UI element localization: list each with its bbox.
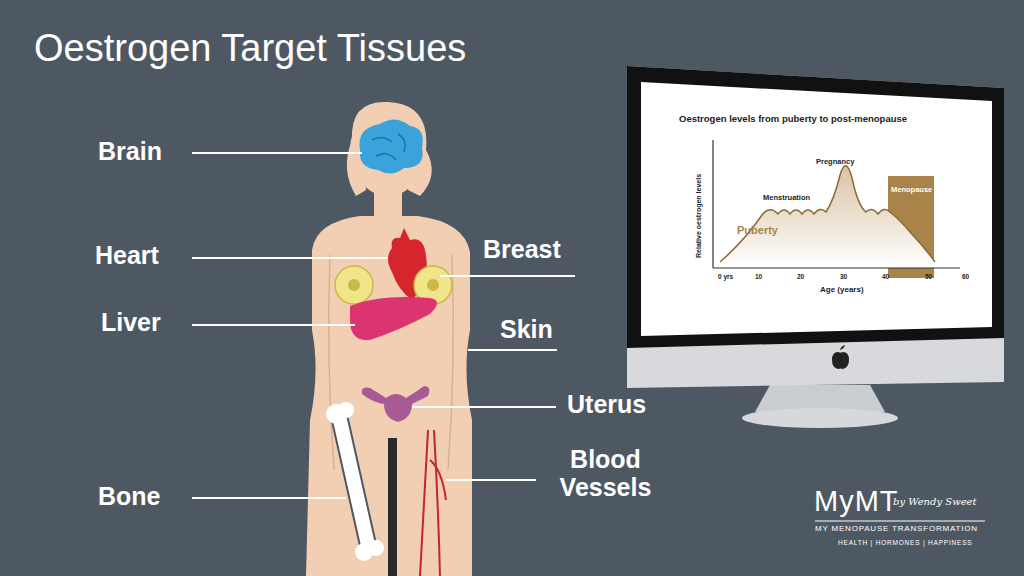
organ-label: Breast bbox=[483, 236, 561, 264]
brain bbox=[359, 119, 422, 173]
tick-label: 10 bbox=[755, 273, 762, 280]
organ-label: Heart bbox=[95, 242, 159, 270]
tick-label: 20 bbox=[797, 273, 804, 280]
logo-wordmark: MyMT bbox=[814, 486, 899, 518]
axis-title: Age (years) bbox=[820, 286, 864, 295]
body-silhouette bbox=[306, 102, 472, 576]
blood-vessels bbox=[420, 430, 446, 576]
organ-label: Skin bbox=[500, 316, 553, 344]
organ-label: Liver bbox=[101, 309, 161, 337]
oestrogen-chart bbox=[713, 140, 960, 278]
tick-label: 50 bbox=[925, 273, 932, 280]
title: Oestrogen Target Tissues bbox=[34, 28, 466, 70]
tick-label: 30 bbox=[840, 273, 847, 280]
tick-label: 0 yrs bbox=[718, 273, 733, 280]
phase-label: Puberty bbox=[737, 224, 778, 236]
logo-rule bbox=[815, 521, 985, 522]
organ-label: Brain bbox=[98, 138, 162, 166]
leader-lines bbox=[192, 153, 575, 498]
axis-title: Relative oestrogen levels bbox=[695, 174, 703, 258]
phase-label: Menopause bbox=[891, 186, 932, 194]
monitor bbox=[627, 66, 1004, 428]
tick-label: 60 bbox=[962, 273, 969, 280]
organ-label: Uterus bbox=[567, 391, 646, 419]
organ-label: Blood Vessels bbox=[548, 446, 663, 501]
logo-tagline: HEALTH | HORMONES | HAPPINESS bbox=[838, 539, 972, 546]
logo-byline: by Wendy Sweet bbox=[893, 496, 977, 507]
organ-label: Bone bbox=[98, 483, 161, 511]
logo-tagline: MY MENOPAUSE TRANSFORMATION bbox=[815, 525, 978, 534]
uterus bbox=[362, 386, 430, 422]
bone bbox=[326, 402, 384, 561]
liver bbox=[350, 297, 437, 340]
phase-label: Menstruation bbox=[763, 194, 810, 202]
tick-label: 40 bbox=[882, 273, 889, 280]
chart-title: Oestrogen levels from puberty to post-me… bbox=[679, 114, 907, 124]
phase-label: Pregnancy bbox=[816, 158, 854, 166]
